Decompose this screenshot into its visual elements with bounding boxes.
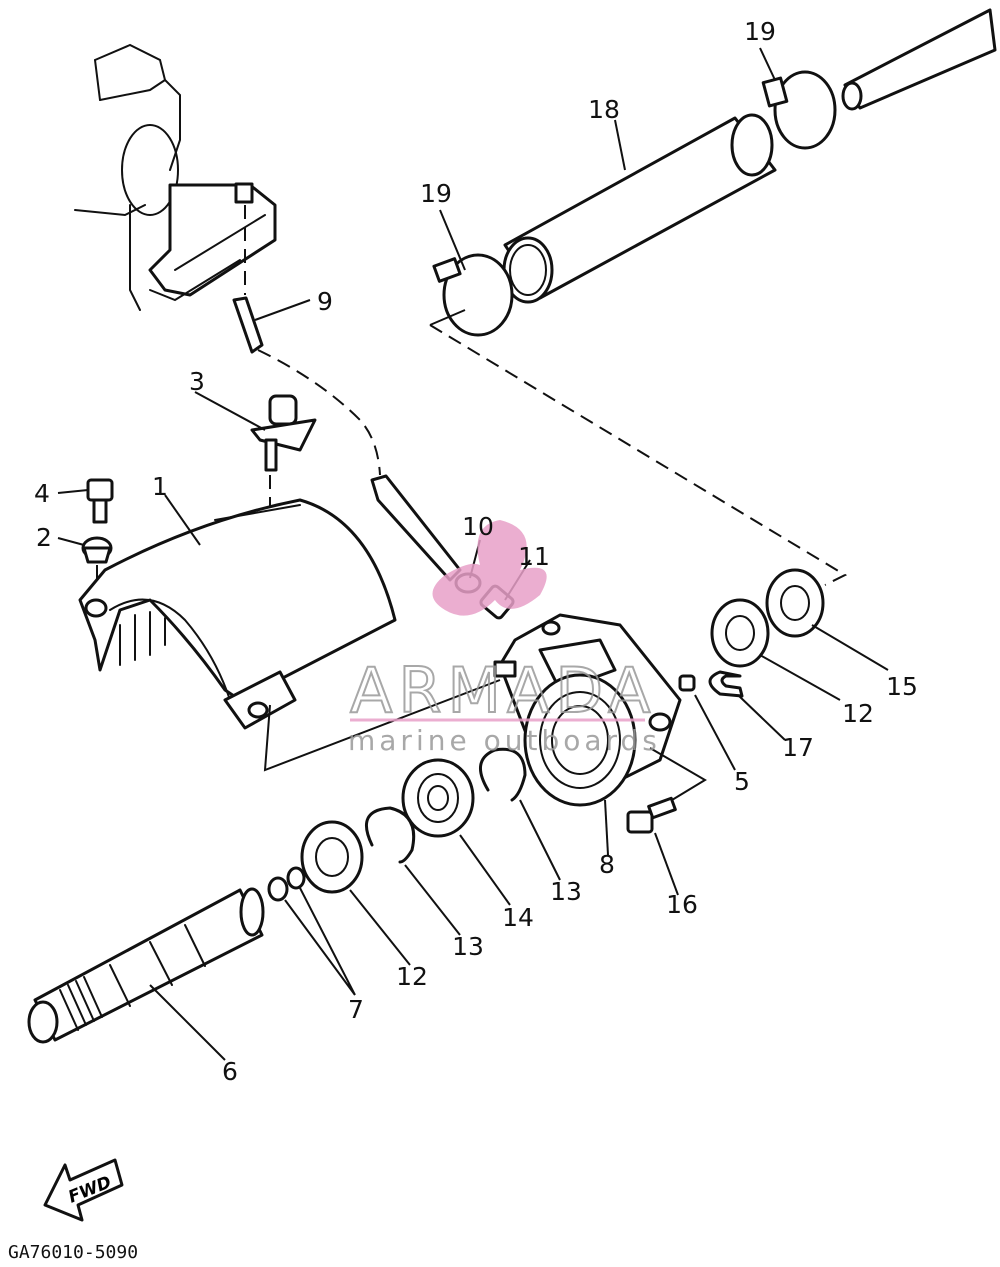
hose-18 — [502, 113, 777, 304]
circlip-13-left — [365, 806, 416, 864]
callout-12-left: 12 — [396, 962, 428, 991]
hose-clamp-19-right — [761, 70, 837, 150]
bearing-14 — [401, 758, 475, 838]
callout-15: 15 — [886, 672, 918, 701]
watermark-brand: ARMADA — [350, 654, 656, 727]
callout-14: 14 — [502, 903, 534, 932]
oil-seal-15 — [765, 568, 825, 638]
pin-5 — [678, 674, 696, 692]
callout-13-right: 13 — [550, 877, 582, 906]
circlip-13-right — [479, 747, 527, 802]
fwd-arrow: FWD — [43, 1158, 124, 1222]
collar-2 — [81, 536, 113, 600]
watermark: ARMADA marine outboards — [348, 520, 661, 757]
leader-lines — [57, 47, 889, 1061]
watermark-tagline: marine outboards — [348, 724, 661, 757]
engine-housing — [74, 43, 277, 311]
callout-18: 18 — [588, 95, 620, 124]
diagram-code: GA76010-5090 — [8, 1242, 138, 1263]
callout-9: 9 — [317, 287, 333, 316]
drive-shaft-6 — [27, 887, 265, 1044]
callout-8: 8 — [599, 850, 615, 879]
pipe — [841, 8, 997, 111]
callout-12-right: 12 — [842, 699, 874, 728]
clip-17 — [708, 670, 744, 698]
callout-19-left: 19 — [420, 179, 452, 208]
callout-1: 1 — [152, 472, 168, 501]
callout-5: 5 — [734, 767, 750, 796]
o-rings-7 — [267, 866, 306, 902]
callout-7: 7 — [348, 995, 364, 1024]
callout-numbers: 1 2 3 4 5 6 7 8 9 10 11 12 12 13 13 14 1… — [34, 17, 918, 1086]
callout-4: 4 — [34, 479, 50, 508]
callout-10: 10 — [462, 512, 494, 541]
oil-seal-12-right — [710, 598, 770, 668]
callout-3: 3 — [189, 367, 205, 396]
hose-clamp-19-left — [432, 253, 514, 337]
callout-13-left: 13 — [452, 932, 484, 961]
callout-16: 16 — [666, 890, 698, 919]
assembly-line — [429, 324, 848, 586]
callout-6: 6 — [222, 1057, 238, 1086]
watermark-logo — [432, 520, 547, 616]
bolt-16 — [626, 747, 707, 834]
bearing-housing-8 — [493, 613, 682, 807]
bolt-4 — [86, 478, 114, 524]
callout-19-right: 19 — [744, 17, 776, 46]
callout-2: 2 — [36, 523, 52, 552]
oil-seal-12-left — [300, 820, 364, 894]
callout-17: 17 — [782, 733, 814, 762]
assembly-bracket — [429, 309, 466, 326]
callout-11: 11 — [518, 542, 550, 571]
housing-cover-1 — [78, 498, 501, 772]
